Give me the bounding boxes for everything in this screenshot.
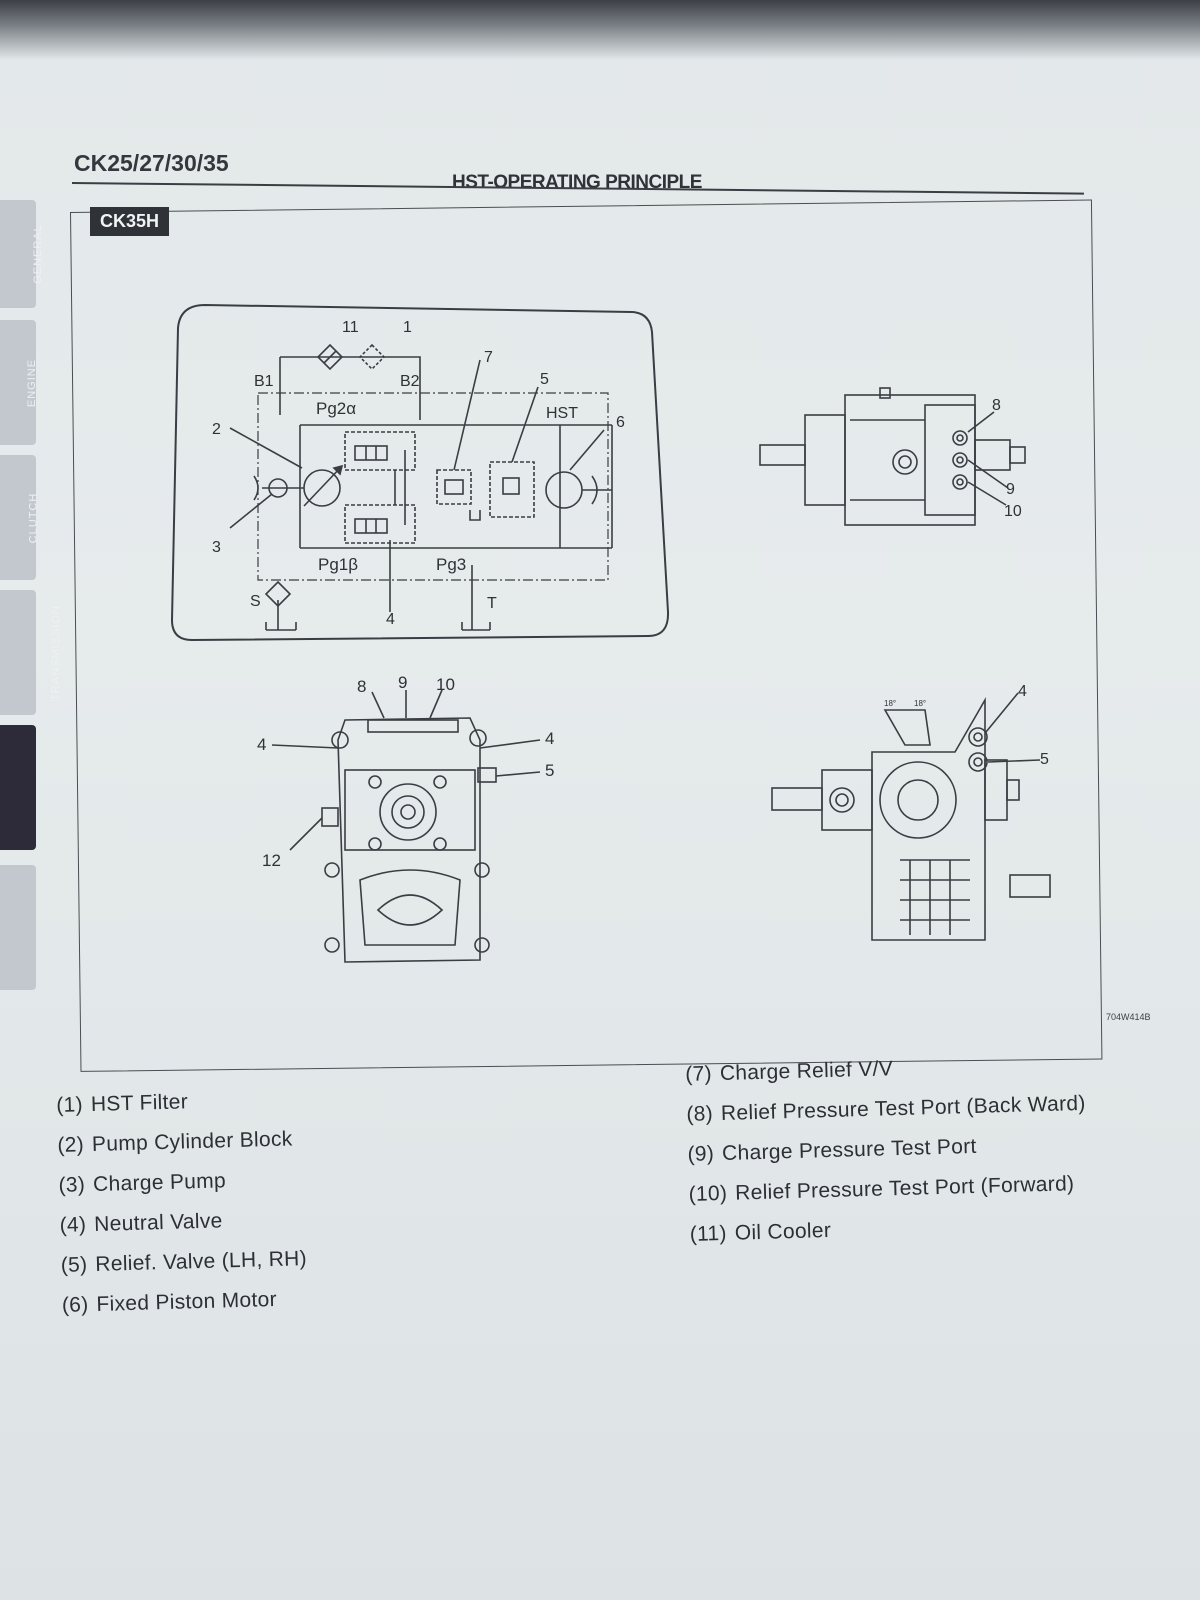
callout-front-5: 5 [545, 761, 554, 780]
label-test-port-pg1: Pg1β [318, 555, 358, 574]
charge-relief-valve-symbol [436, 359, 481, 505]
hst-filter-symbol [358, 343, 386, 371]
legend-item: (3)Charge Pump [58, 1167, 305, 1214]
label-relief-valve-num: 5 [540, 371, 549, 388]
label-test-port-pg3: Pg3 [436, 555, 466, 574]
legend-num: (9) [687, 1142, 715, 1166]
label-suction-s: S [250, 593, 261, 610]
callout-front-10: 10 [436, 675, 455, 694]
callout-side-5: 5 [1040, 751, 1049, 768]
legend-num: (3) [58, 1173, 86, 1197]
legend-text: Neutral Valve [93, 1209, 223, 1236]
callout-front-4-right: 4 [545, 729, 554, 748]
legend-text: Relief. Valve (LH, RH) [95, 1247, 308, 1276]
section-tabs: GENERAL ENGINE CLUTCH TRANSMISSION [0, 200, 62, 1020]
callout-front-9: 9 [398, 673, 407, 692]
legend-num: (6) [61, 1293, 89, 1317]
pump-side-view [771, 692, 1051, 941]
legend-num: (7) [685, 1062, 713, 1086]
legend-item: (4)Neutral Valve [59, 1207, 306, 1254]
neutral-valve-symbol [344, 431, 416, 612]
tab-transmission[interactable]: TRANSMISSION [0, 590, 62, 715]
label-charge-pump-num: 3 [212, 539, 221, 556]
legend-num: (8) [686, 1102, 714, 1126]
label-cylinder-block-num: 2 [212, 421, 221, 438]
label-neutral-valve-num: 4 [386, 611, 395, 628]
label-motor-num: 6 [616, 414, 625, 431]
tab-next-section[interactable] [0, 865, 36, 990]
label-oil-cooler-num: 11 [342, 319, 359, 336]
page-top-shadow [0, 0, 1200, 60]
legend-text: Oil Cooler [734, 1218, 832, 1245]
legend-text: Pump Cylinder Block [91, 1127, 293, 1157]
model-tag: CK35H [90, 207, 170, 236]
fixed-piston-motor-symbol [545, 429, 612, 509]
pump-top-view [759, 387, 1026, 526]
label-tank-t: T [487, 595, 497, 612]
legend-num: (11) [689, 1221, 728, 1246]
callout-angle-left: 18° [884, 699, 896, 708]
callout-front-12: 12 [262, 851, 281, 870]
header-model-range: CK25/27/30/35 [74, 150, 229, 176]
hydraulic-schematic [170, 303, 670, 642]
legend-text: Charge Pump [92, 1169, 227, 1196]
legend-text: Charge Relief V/V [719, 1057, 894, 1086]
callout-top-9: 9 [1006, 481, 1015, 498]
callout-angle-right: 18° [914, 699, 926, 708]
label-test-port-pg2: Pg2α [316, 399, 356, 418]
legend-left-column: (1)HST Filter (2)Pump Cylinder Block (3)… [56, 1087, 309, 1334]
legend-num: (4) [59, 1213, 87, 1237]
tab-general[interactable]: GENERAL [0, 200, 44, 308]
callout-front-4-left: 4 [257, 735, 266, 754]
legend-text: HST Filter [90, 1090, 189, 1117]
label-port-b1: B1 [254, 373, 274, 390]
pump-symbol [303, 464, 344, 507]
legend-right-column: (7)Charge Relief V/V (8)Relief Pressure … [685, 1052, 1090, 1263]
callout-top-10: 10 [1004, 503, 1022, 520]
label-hst: HST [546, 405, 578, 422]
legend-num: (10) [688, 1181, 728, 1206]
callout-top-8: 8 [992, 397, 1001, 414]
relief-valve-symbol [489, 386, 539, 518]
legend-item: (5) Relief. Valve (LH, RH) [60, 1247, 307, 1294]
tab-engine[interactable]: ENGINE [0, 320, 38, 445]
legend-item: (1)HST Filter [56, 1087, 303, 1134]
tab-current-section[interactable] [0, 725, 36, 850]
label-hst-filter-num: 1 [403, 319, 412, 336]
hst-diagrams: 11 1 B1 B2 7 5 Pg2α HST 6 2 3 Pg1β Pg3 S… [170, 303, 1051, 963]
pump-front-view [271, 689, 541, 963]
callout-side-4: 4 [1018, 683, 1027, 700]
label-charge-relief-num: 7 [484, 349, 493, 366]
legend-item: (6) Fixed Piston Motor [62, 1287, 309, 1334]
legend-num: (2) [57, 1133, 85, 1157]
legend-text: Fixed Piston Motor [96, 1287, 278, 1316]
legend-item: (2)Pump Cylinder Block [57, 1127, 304, 1174]
oil-cooler-symbol [316, 343, 344, 371]
legend-num: (5) [60, 1253, 88, 1277]
label-port-b2: B2 [400, 373, 420, 390]
callout-front-8: 8 [357, 677, 366, 696]
tab-clutch[interactable]: CLUTCH [0, 455, 39, 580]
figure-code: 704W414B [1106, 1012, 1151, 1022]
legend-num: (1) [56, 1093, 84, 1117]
